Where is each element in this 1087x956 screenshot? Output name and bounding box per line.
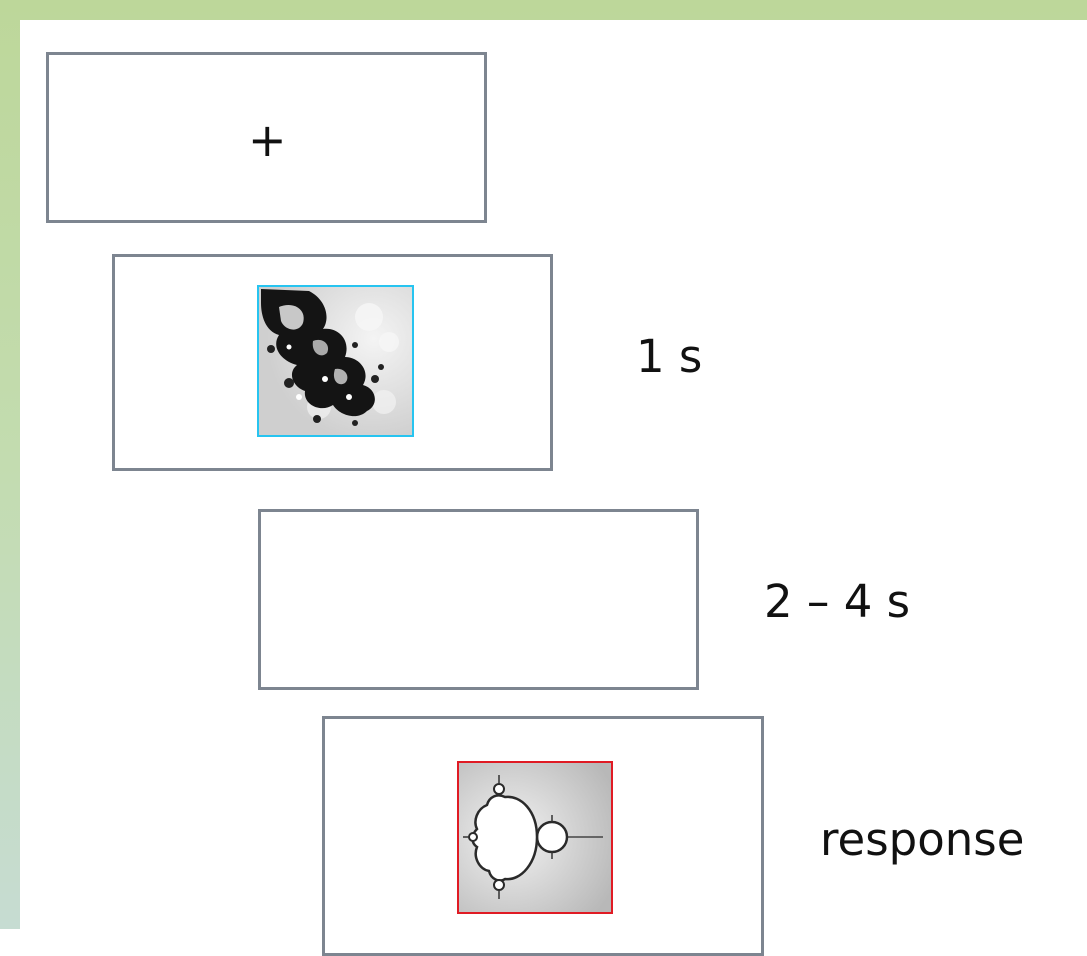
delay-duration-label: 2 – 4 s xyxy=(764,575,911,628)
fixation-cross: + xyxy=(248,113,287,167)
target-response-label: response xyxy=(820,813,1025,866)
delay-screen xyxy=(258,509,699,690)
target-screen xyxy=(322,716,764,956)
mandelbrot-fractal-image xyxy=(457,761,613,914)
fixation-screen: + xyxy=(46,52,487,223)
cue-screen xyxy=(112,254,553,471)
dark-fractal-image xyxy=(257,285,414,437)
cue-duration-label: 1 s xyxy=(636,330,703,383)
